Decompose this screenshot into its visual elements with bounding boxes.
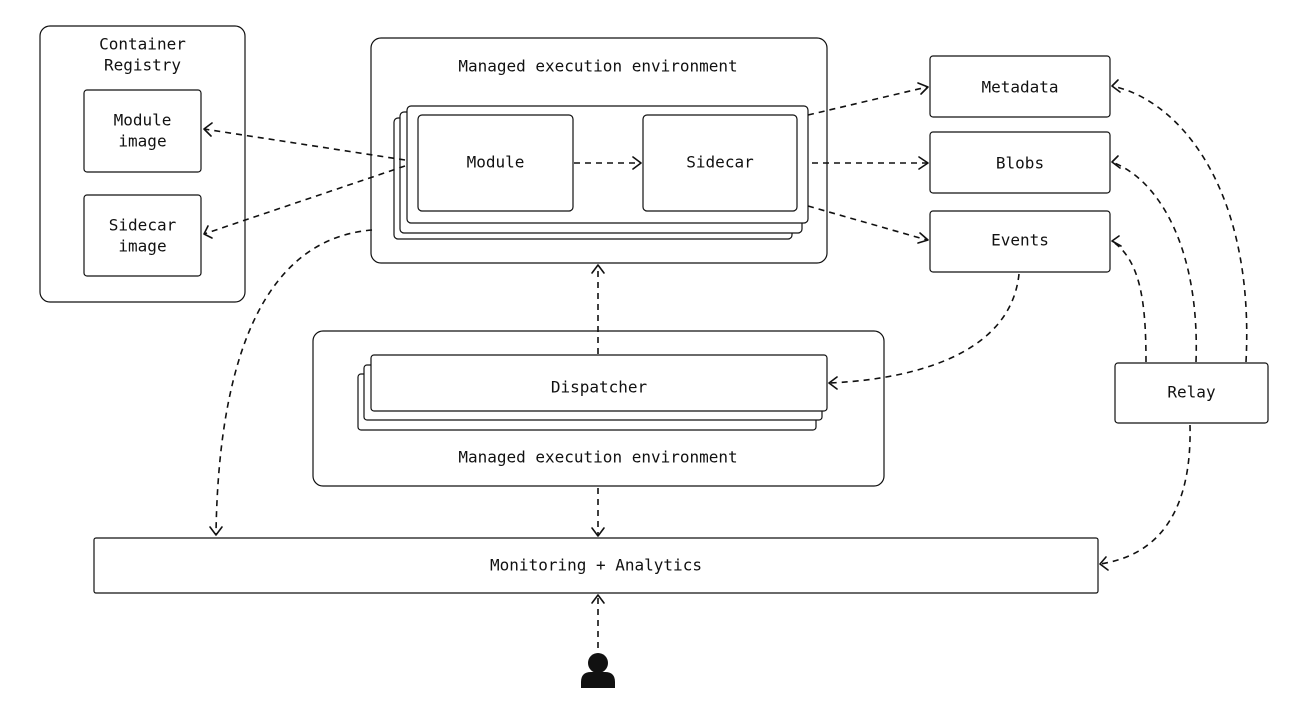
edge-relay-to-monitoring [1099,424,1191,565]
arrowhead [1099,556,1109,571]
arrowhead [1111,235,1122,247]
metadata-label: Metadata [981,78,1058,97]
metadata-box[interactable] [929,55,1111,118]
edge-module-to-sidecar-image [203,165,406,235]
edge-relay-to-events [1111,240,1147,363]
relay-label: Relay [1167,383,1216,402]
edge-module-to-module-image [203,128,406,161]
arrowhead [632,156,642,170]
module-box[interactable] [417,114,574,212]
edges [203,79,1248,648]
blobs-box[interactable] [929,131,1111,194]
dispatcher-label: Dispatcher [551,378,648,397]
sidecar-box[interactable] [642,114,798,212]
sidecar-image-box[interactable] [83,194,202,277]
events-label: Events [991,231,1049,250]
module-label: Module [467,153,525,172]
blobs-label: Blobs [996,154,1044,173]
arrowhead [203,225,213,239]
arrowhead [828,376,838,390]
arrowhead [591,527,605,537]
managed-env-bottom-label: Managed execution environment [458,448,737,467]
arrowhead [591,264,605,274]
user-icon[interactable] [581,653,615,688]
stores-group: Metadata Blobs Events [929,55,1111,273]
module-image-box[interactable] [83,89,202,173]
edge-sidecar-to-metadata [807,86,928,116]
managed-env-top-label: Managed execution environment [458,57,737,76]
dispatcher-box[interactable] [370,354,828,412]
edge-relay-to-blobs [1111,161,1198,363]
arrowhead [1111,155,1121,169]
monitoring-box[interactable] [93,537,1099,594]
edge-managed-env-top-to-monitoring [215,229,373,535]
arrowhead [203,122,213,137]
arrowhead [918,156,929,170]
arrowhead [209,526,223,536]
edge-events-to-dispatcher [828,273,1020,384]
arrowhead [917,82,929,95]
relay-box[interactable] [1114,362,1269,424]
edge-relay-to-metadata [1111,85,1248,363]
arrowhead [1111,79,1121,93]
edge-sidecar-to-events [807,205,928,241]
arrowhead [591,594,605,604]
arrowhead [917,232,929,244]
sidecar-label: Sidecar [686,153,754,172]
monitoring-label: Monitoring + Analytics [490,556,702,575]
managed-env-bottom-group: Dispatcher Managed execution environment [312,330,885,487]
managed-env-top-group: Managed execution environment Module Sid… [370,37,828,264]
events-box[interactable] [929,210,1111,273]
